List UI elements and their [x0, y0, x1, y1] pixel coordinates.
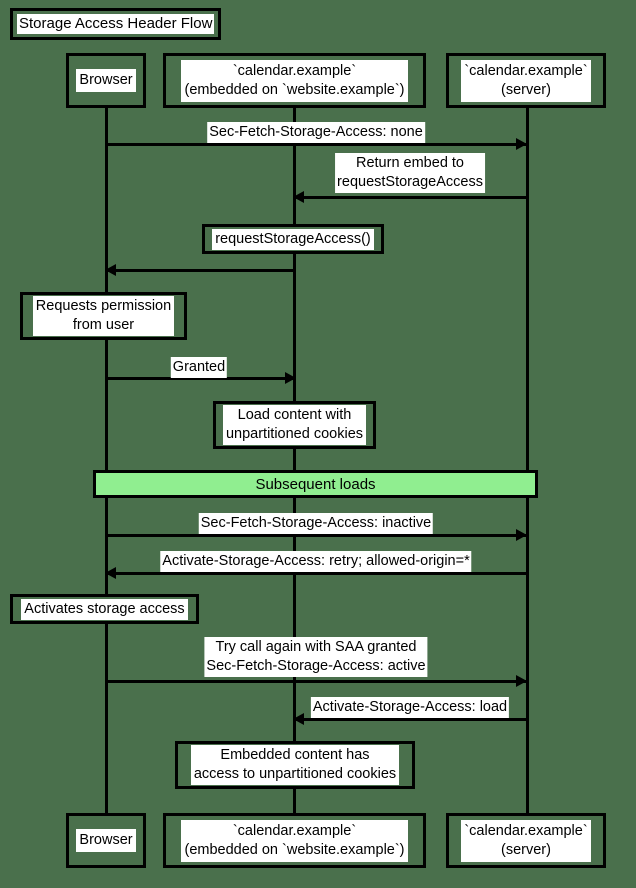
note-activates-storage-access-text: Activates storage access	[21, 598, 188, 620]
message-line-5	[105, 534, 527, 537]
message-arrowhead-4	[285, 372, 296, 384]
participant-server-top[interactable]: `calendar.example` (server)	[446, 53, 606, 108]
message-line-3	[105, 269, 296, 272]
participant-server-bottom-label: `calendar.example` (server)	[461, 819, 591, 862]
message-label-2: Return embed to requestStorageAccess	[335, 153, 485, 193]
message-label-5: Sec-Fetch-Storage-Access: inactive	[198, 513, 434, 534]
participant-browser-top[interactable]: Browser	[66, 53, 146, 108]
participant-embed-top[interactable]: `calendar.example` (embedded on `website…	[163, 53, 426, 108]
note-activates-storage-access: Activates storage access	[10, 594, 199, 624]
message-line-6	[105, 572, 529, 575]
participant-embed-bottom[interactable]: `calendar.example` (embedded on `website…	[163, 813, 426, 868]
note-request-storage-access: requestStorageAccess()	[202, 224, 384, 254]
note-request-storage-access-text: requestStorageAccess()	[212, 228, 374, 250]
message-line-7	[105, 680, 527, 683]
message-label-6: Activate-Storage-Access: retry; allowed-…	[160, 551, 472, 572]
note-load-content: Load content with unpartitioned cookies	[213, 401, 376, 449]
message-arrowhead-8	[293, 713, 304, 725]
participant-browser-bottom-label: Browser	[76, 829, 136, 852]
lifeline-browser	[105, 108, 108, 815]
message-line-8	[293, 718, 529, 721]
message-label-4: Granted	[170, 357, 228, 378]
participant-browser-top-label: Browser	[76, 69, 136, 92]
participant-embed-bottom-label: `calendar.example` (embedded on `website…	[181, 819, 408, 862]
message-arrowhead-2	[293, 191, 304, 203]
message-arrowhead-6	[105, 567, 116, 579]
note-embedded-content-access: Embedded content has access to unpartiti…	[175, 741, 415, 789]
participant-embed-top-label: `calendar.example` (embedded on `website…	[181, 59, 408, 102]
note-embedded-content-access-text: Embedded content has access to unpartiti…	[190, 745, 400, 785]
diagram-title: Storage Access Header Flow	[17, 14, 215, 34]
note-requests-permission-text: Requests permission from user	[32, 296, 175, 336]
message-line-1	[105, 143, 527, 146]
participant-server-bottom[interactable]: `calendar.example` (server)	[446, 813, 606, 868]
message-line-2	[293, 196, 529, 199]
diagram-title-box: Storage Access Header Flow	[10, 8, 222, 40]
section-subsequent-loads-label: Subsequent loads	[255, 475, 376, 493]
note-load-content-text: Load content with unpartitioned cookies	[222, 405, 367, 445]
message-label-7: Try call again with SAA granted Sec-Fetc…	[204, 637, 428, 677]
note-requests-permission: Requests permission from user	[20, 292, 187, 340]
lifeline-server	[526, 108, 529, 815]
message-line-4	[105, 377, 296, 380]
participant-server-top-label: `calendar.example` (server)	[461, 59, 591, 102]
message-arrowhead-1	[516, 138, 527, 150]
lifeline-embed	[293, 108, 296, 815]
message-arrowhead-7	[516, 675, 527, 687]
section-subsequent-loads: Subsequent loads	[93, 470, 538, 498]
message-label-8: Activate-Storage-Access: load	[310, 697, 510, 718]
message-arrowhead-5	[516, 529, 527, 541]
message-label-1: Sec-Fetch-Storage-Access: none	[207, 122, 425, 143]
participant-browser-bottom[interactable]: Browser	[66, 813, 146, 868]
message-arrowhead-3	[105, 264, 116, 276]
